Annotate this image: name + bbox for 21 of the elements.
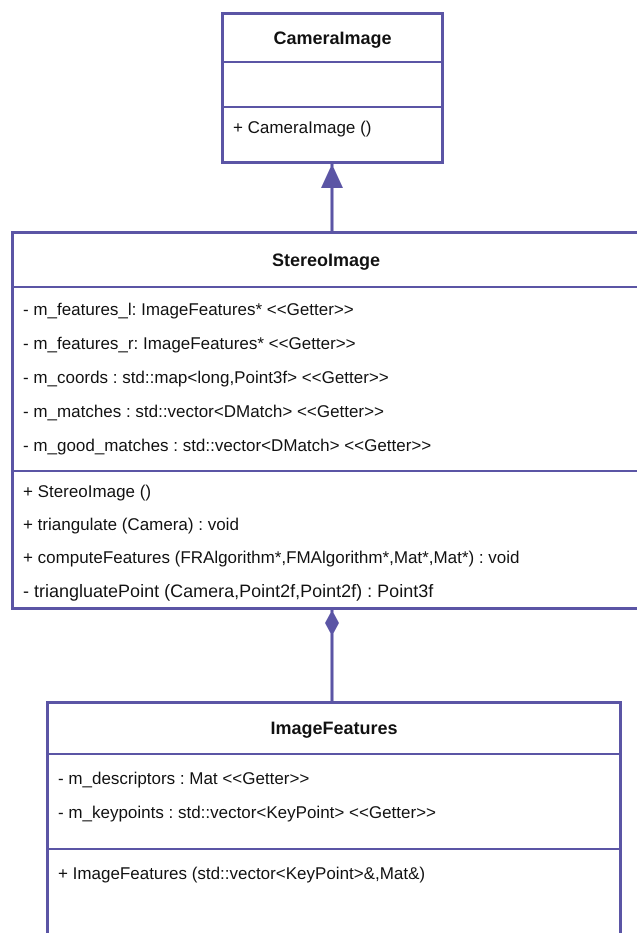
method-text: - triangluatePoint (Camera,Point2f,Point2f) : Point3f bbox=[23, 581, 434, 601]
method-text: + ImageFeatures (std::vector<KeyPoint>&,Mat&) bbox=[58, 864, 426, 884]
method-text: + StereoImage () bbox=[23, 482, 152, 502]
attribute-text: - m_descriptors : Mat <<Getter>> bbox=[58, 769, 310, 789]
class-name: ImageFeatures bbox=[270, 718, 398, 739]
attribute-text: - m_features_r: ImageFeatures* <<Getter>> bbox=[23, 334, 357, 354]
attribute-text: - m_features_l: ImageFeatures* <<Getter>> bbox=[23, 300, 355, 320]
attribute-text: - m_keypoints : std::vector<KeyPoint> <<Getter>> bbox=[58, 803, 437, 823]
class-box bbox=[221, 12, 444, 164]
attribute-text: - m_good_matches : std::vector<DMatch> <<Getter>> bbox=[23, 436, 432, 456]
class-name: CameraImage bbox=[273, 28, 392, 48]
class-box bbox=[46, 701, 622, 933]
method-text: + computeFeatures (FRAlgorithm*,FMAlgorithm*,Mat*,Mat*) : void bbox=[23, 548, 520, 568]
class-box bbox=[11, 231, 637, 610]
method-text: + triangulate (Camera) : void bbox=[23, 515, 240, 535]
composition-connector bbox=[325, 610, 339, 701]
method-text: + CameraImage () bbox=[233, 118, 372, 138]
class-name: StereoImage bbox=[272, 250, 380, 270]
attribute-text: - m_matches : std::vector<DMatch> <<Getter>> bbox=[23, 402, 385, 422]
inheritance-arrow bbox=[321, 164, 343, 231]
attribute-text: - m_coords : std::map<long,Point3f> <<Getter>> bbox=[23, 368, 390, 388]
